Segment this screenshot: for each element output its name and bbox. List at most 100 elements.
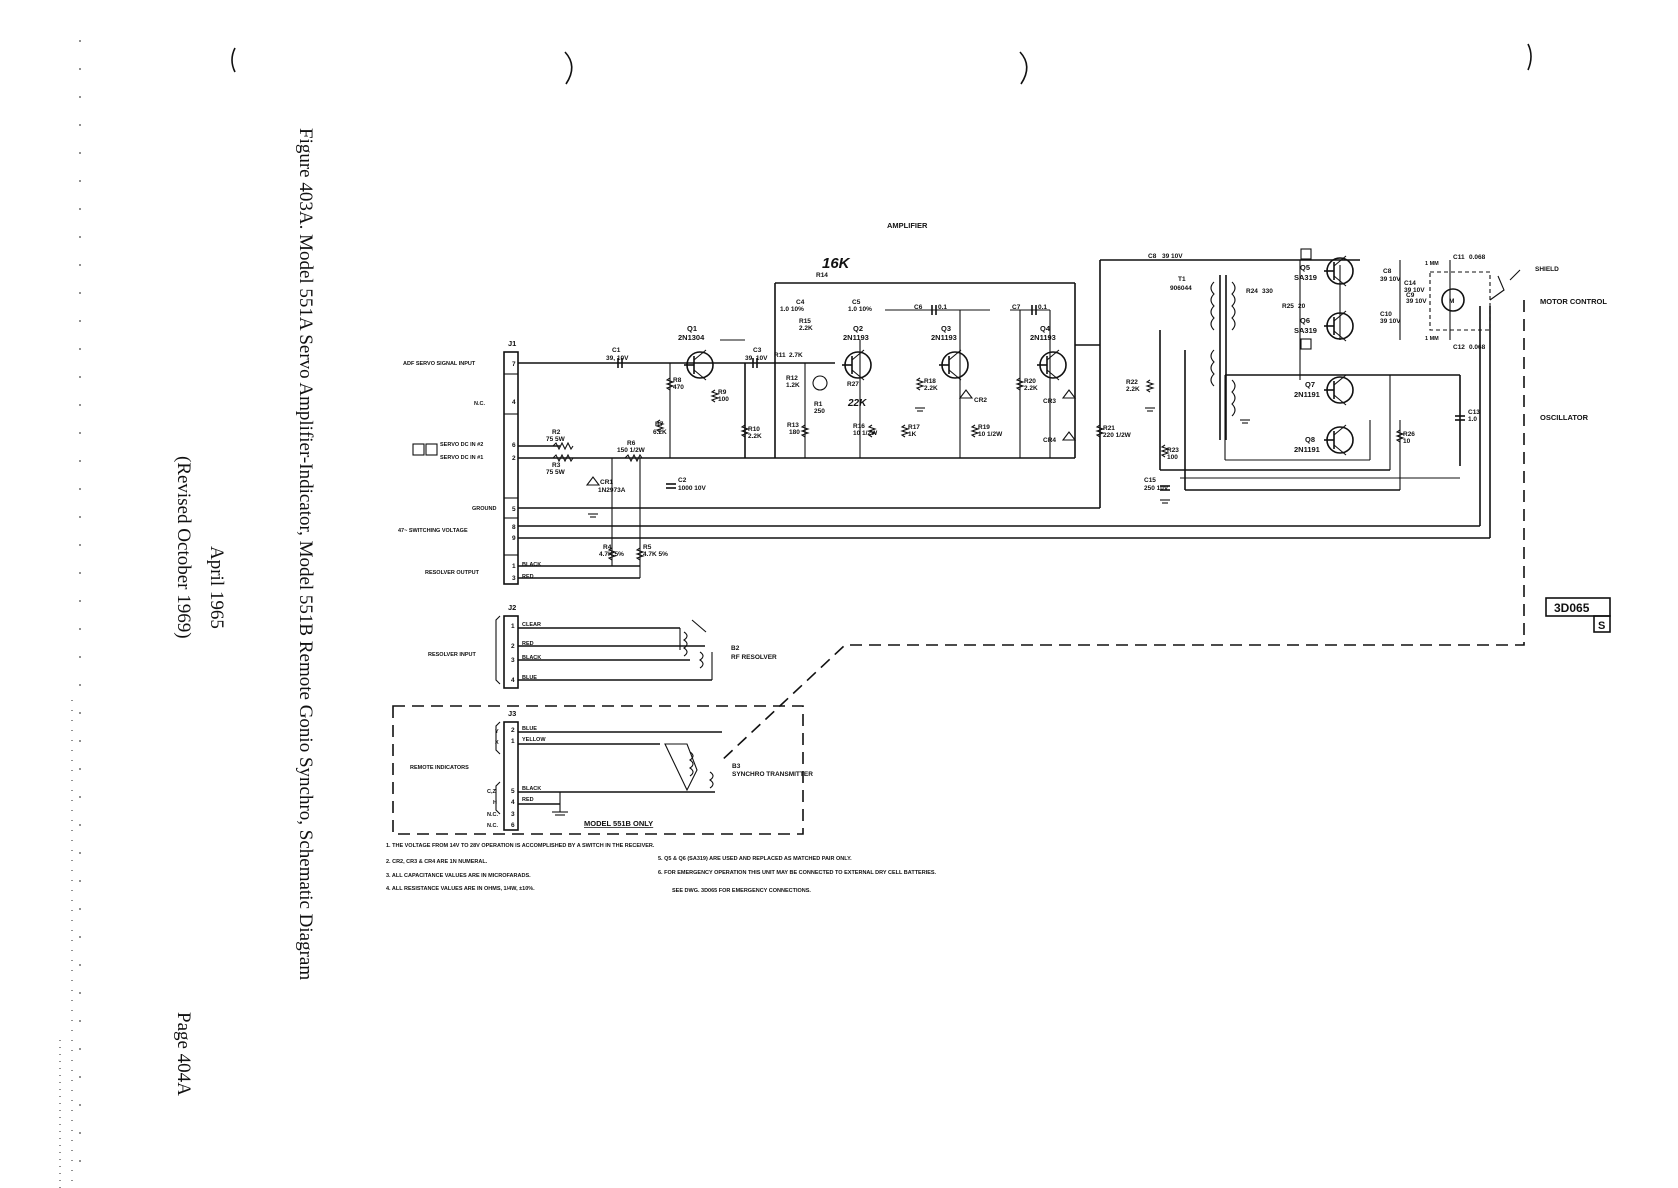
svg-text:39, 10V: 39, 10V bbox=[606, 355, 629, 362]
j1-pin-8: 8 bbox=[512, 524, 516, 531]
svg-text:M: M bbox=[1449, 298, 1454, 305]
svg-text:1.0 10%: 1.0 10% bbox=[848, 306, 872, 313]
svg-text:Q1: Q1 bbox=[687, 324, 697, 333]
svg-text:2N1193: 2N1193 bbox=[843, 333, 869, 342]
transformer-t1: T1 906044 bbox=[1170, 276, 1192, 292]
svg-text:R8: R8 bbox=[673, 377, 682, 384]
svg-text:N.C.: N.C. bbox=[487, 823, 498, 829]
svg-text:75 5W: 75 5W bbox=[546, 469, 566, 476]
svg-text:GROUND: GROUND bbox=[472, 506, 496, 512]
svg-text:2N1191: 2N1191 bbox=[1294, 445, 1320, 454]
svg-text:39 10V: 39 10V bbox=[1162, 253, 1183, 260]
svg-text:1K: 1K bbox=[908, 431, 917, 438]
svg-text:C13: C13 bbox=[1468, 409, 1480, 416]
svg-text:10: 10 bbox=[1403, 438, 1411, 445]
svg-text:2N1193: 2N1193 bbox=[1030, 333, 1056, 342]
svg-text:C11: C11 bbox=[1453, 254, 1465, 261]
svg-text:N.C.: N.C. bbox=[474, 401, 485, 407]
svg-text:6.2K: 6.2K bbox=[653, 429, 667, 436]
figure-caption: Figure 403A. Model 551A Servo Amplifier-… bbox=[295, 128, 316, 980]
svg-text:1.2K: 1.2K bbox=[786, 382, 800, 389]
page-number: Page 404A bbox=[173, 1012, 194, 1096]
svg-text:R22: R22 bbox=[1126, 379, 1138, 386]
svg-text:6. FOR EMERGENCY OPERATION TH: 6. FOR EMERGENCY OPERATION THIS UNIT MAY… bbox=[658, 870, 937, 876]
amplifier-heading: AMPLIFIER bbox=[887, 221, 928, 230]
svg-text:1 MM: 1 MM bbox=[1425, 261, 1439, 267]
svg-text:0.068: 0.068 bbox=[1469, 254, 1486, 261]
svg-text:C6: C6 bbox=[914, 304, 923, 311]
svg-text:0.068: 0.068 bbox=[1469, 344, 1486, 351]
svg-text:R17: R17 bbox=[908, 424, 920, 431]
svg-text:1.0 10%: 1.0 10% bbox=[780, 306, 804, 313]
transistor-q3: Q3 2N1193 bbox=[931, 324, 969, 381]
svg-text:R20: R20 bbox=[1024, 378, 1036, 385]
transistor-q6: Q6 SA319 bbox=[1294, 310, 1354, 350]
svg-text:Q2: Q2 bbox=[853, 324, 863, 333]
svg-text:RF RESOLVER: RF RESOLVER bbox=[731, 654, 777, 661]
handwritten-22k: 22K bbox=[847, 398, 867, 409]
svg-text:1: 1 bbox=[511, 623, 515, 630]
connector-j2: J2 RESOLVER INPUT 1 2 3 4 CLEAR RED BLAC… bbox=[428, 603, 777, 689]
svg-text:5: 5 bbox=[511, 788, 515, 795]
svg-text:C2: C2 bbox=[678, 477, 687, 484]
svg-text:R4: R4 bbox=[603, 544, 612, 551]
j1-pin-3: 3 bbox=[512, 575, 516, 582]
drawing-number-box: 3D065 S bbox=[1545, 597, 1611, 633]
svg-text:906044: 906044 bbox=[1170, 285, 1192, 292]
svg-text:47~ SWITCHING VOLTAGE: 47~ SWITCHING VOLTAGE bbox=[398, 528, 468, 534]
svg-text:R19: R19 bbox=[978, 424, 990, 431]
svg-text:N.C.: N.C. bbox=[487, 812, 498, 818]
svg-text:2.2K: 2.2K bbox=[924, 385, 938, 392]
svg-text:R27: R27 bbox=[847, 381, 859, 388]
svg-text:BLUE: BLUE bbox=[522, 726, 537, 732]
svg-text:RED: RED bbox=[522, 797, 534, 803]
svg-text:2.2K: 2.2K bbox=[748, 433, 762, 440]
svg-text:RESOLVER INPUT: RESOLVER INPUT bbox=[428, 652, 477, 658]
notes-right: 5. Q5 & Q6 (SA319) ARE USED AND REPLACED… bbox=[658, 856, 937, 894]
capacitors: C1 39, 10V C2 1000 10V C3 39, 10V C4 1.0… bbox=[606, 253, 1486, 492]
model-551b-box: J3 REMOTE INDICATORS 2 1 5 4 3 6 Y X C,Z… bbox=[392, 705, 813, 835]
svg-text:R1: R1 bbox=[814, 401, 823, 408]
svg-text:250 10V: 250 10V bbox=[1144, 485, 1169, 492]
svg-text:H: H bbox=[493, 800, 497, 806]
svg-text:C14: C14 bbox=[1404, 280, 1416, 287]
svg-text:YELLOW: YELLOW bbox=[522, 737, 546, 743]
shield-label: SHIELD bbox=[1535, 266, 1559, 273]
svg-text:1000 10V: 1000 10V bbox=[678, 485, 706, 492]
dashed-feedback-line bbox=[719, 269, 1525, 763]
svg-text:SEE DWG. 3D065 FOR EMERGENCY C: SEE DWG. 3D065 FOR EMERGENCY CONNECTIONS… bbox=[672, 888, 811, 894]
svg-text:R2: R2 bbox=[552, 429, 561, 436]
svg-text:Y: Y bbox=[495, 729, 499, 735]
j1-pin-9: 9 bbox=[512, 535, 516, 542]
transistor-q2: Q2 2N1193 bbox=[842, 324, 872, 381]
svg-text:B2: B2 bbox=[731, 645, 740, 652]
svg-text:C9: C9 bbox=[1406, 292, 1415, 299]
svg-text:2: 2 bbox=[511, 643, 515, 650]
svg-text:2.7K: 2.7K bbox=[789, 352, 803, 359]
svg-text:C3: C3 bbox=[753, 347, 762, 354]
scan-marks bbox=[59, 40, 1532, 1188]
resistors: R2 75 5W R3 75 5W R4 4.7K 5% R5 4.7K 5% … bbox=[546, 272, 1415, 561]
svg-text:Q5: Q5 bbox=[1300, 263, 1310, 272]
svg-text:C15: C15 bbox=[1144, 477, 1156, 484]
svg-text:2N1191: 2N1191 bbox=[1294, 390, 1320, 399]
svg-text:B3: B3 bbox=[732, 763, 741, 770]
motor-control-heading: MOTOR CONTROL bbox=[1540, 297, 1607, 306]
svg-text:39 10V: 39 10V bbox=[1380, 276, 1401, 283]
svg-text:C1: C1 bbox=[612, 347, 621, 354]
svg-text:R3: R3 bbox=[552, 462, 561, 469]
svg-text:1.0: 1.0 bbox=[1468, 416, 1477, 423]
page-revised: (Revised October 1969) bbox=[173, 456, 194, 639]
svg-text:0.1: 0.1 bbox=[938, 304, 947, 311]
svg-text:Q3: Q3 bbox=[941, 324, 951, 333]
svg-text:5. Q5 & Q6 (SA319) ARE USED A: 5. Q5 & Q6 (SA319) ARE USED AND REPLACED… bbox=[658, 856, 852, 862]
transistor-q7: Q7 2N1191 bbox=[1294, 374, 1354, 406]
svg-text:R5: R5 bbox=[643, 544, 652, 551]
svg-text:J1: J1 bbox=[508, 339, 516, 348]
j1-pin-1: 1 bbox=[512, 563, 516, 570]
svg-text:J3: J3 bbox=[508, 709, 516, 718]
svg-text:180: 180 bbox=[789, 429, 800, 436]
svg-text:330: 330 bbox=[1262, 288, 1273, 295]
svg-text:75 5W: 75 5W bbox=[546, 436, 566, 443]
